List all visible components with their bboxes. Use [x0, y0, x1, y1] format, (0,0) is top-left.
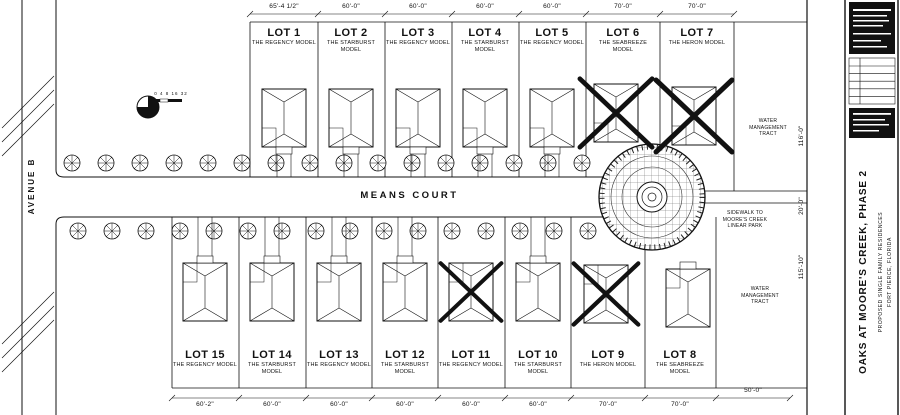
house-lot-15 — [182, 217, 228, 322]
avenue-b-road — [1, 0, 65, 415]
house-lot-8 — [665, 261, 711, 328]
house-lot-13 — [316, 217, 362, 322]
dim-right-middle: 20'-0" — [797, 197, 805, 215]
dim-right-bottom: 115'-10" — [797, 254, 805, 280]
project-title: OAKS AT MOORE'S CREEK, PHASE 2 — [857, 170, 869, 374]
house-lot-14 — [249, 217, 295, 322]
dim-lot-14: 60'-0" — [263, 401, 281, 408]
dim-lot-10: 60'-0" — [529, 401, 547, 408]
revision-table — [848, 57, 896, 105]
dim-lot-7: 70'-0" — [688, 3, 706, 10]
street-name-means-court: MEANS COURT — [360, 190, 459, 201]
house-lot-4 — [462, 88, 508, 177]
house-lot-12 — [382, 217, 428, 322]
dim-lot-15: 60'-2" — [196, 401, 214, 408]
dim-lot-5: 60'-0" — [543, 3, 561, 10]
dimension-lines — [168, 10, 794, 402]
project-location: FORT PIERCE, FLORIDA — [887, 237, 893, 307]
dim-lot-13: 60'-0" — [330, 401, 348, 408]
dim-lot-9: 70'-0" — [599, 401, 617, 408]
houses-top-row — [261, 83, 717, 177]
house-lot-3 — [395, 88, 441, 177]
water-management-tract-bottom: WATER MANAGEMENT TRACT — [741, 286, 779, 305]
dim-water-tract: 50'-0" — [744, 387, 762, 394]
dim-right-top: 116'-0" — [797, 125, 805, 147]
sidewalk-note: SIDEWALK TO MOORE'S CREEK LINEAR PARK — [722, 210, 768, 229]
house-lot-2 — [328, 88, 374, 177]
scale-bar — [152, 98, 182, 103]
cul-de-sac — [598, 143, 706, 251]
means-court-road — [64, 176, 604, 218]
scale-bar-numbers: 0 4 8 16 32 — [154, 91, 188, 96]
dim-lot-6: 70'-0" — [614, 3, 632, 10]
street-name-avenue-b: AVENUE B — [26, 157, 36, 215]
title-block — [844, 0, 899, 415]
house-lot-5 — [529, 88, 575, 177]
street-trees — [63, 154, 597, 240]
house-lot-1 — [261, 88, 307, 177]
dim-lot-3: 60'-0" — [409, 3, 427, 10]
houses-bottom-row — [182, 217, 711, 328]
dim-lot-4: 60'-0" — [476, 3, 494, 10]
dim-lot-11: 60'-0" — [462, 401, 480, 408]
sidewalk-lines — [704, 190, 807, 204]
dim-lot-1: 65'-4 1/2" — [269, 3, 299, 10]
water-management-tract-top: WATER MANAGEMENT TRACT — [749, 118, 787, 137]
dim-lot-8: 70'-0" — [671, 401, 689, 408]
dim-lot-2: 60'-0" — [342, 3, 360, 10]
project-type: PROPOSED SINGLE FAMILY RESIDENCES — [878, 211, 884, 333]
dim-lot-12: 60'-0" — [396, 401, 414, 408]
engineer-stamp-block — [849, 108, 895, 138]
house-lot-10 — [515, 217, 561, 322]
